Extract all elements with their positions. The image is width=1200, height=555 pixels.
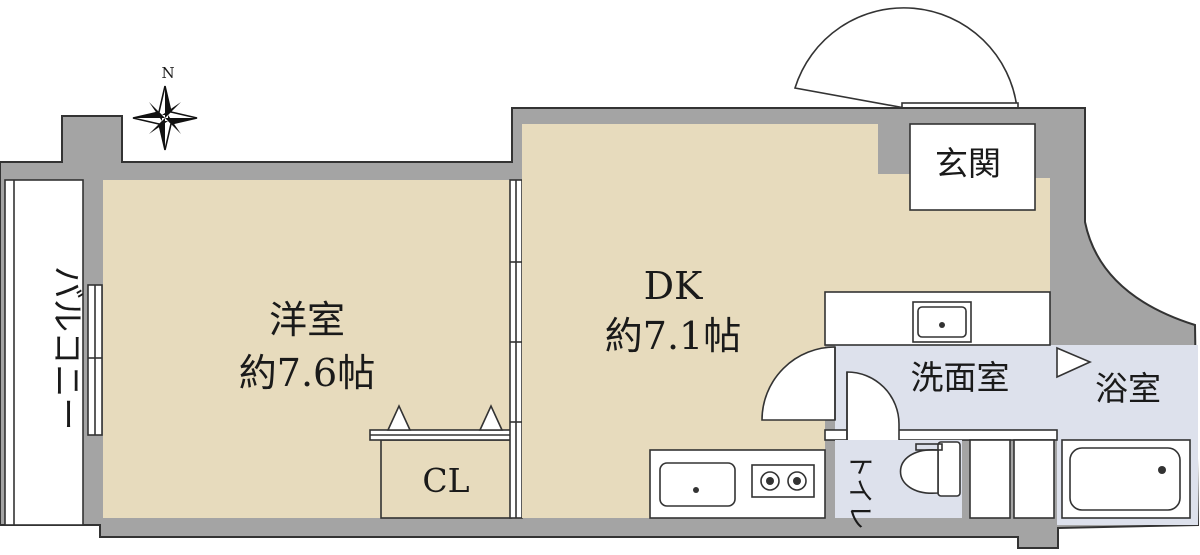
balcony-label: バルコニー — [48, 266, 87, 430]
bath-label: 浴室 — [1095, 369, 1161, 408]
dk-room-name: DK — [644, 264, 703, 308]
western-room-name: 洋室 — [269, 298, 345, 342]
entrance-door — [793, 7, 1019, 112]
toilet-label: トイレ — [844, 452, 874, 530]
washroom-label: 洗面室 — [911, 358, 1010, 397]
entrance-floor — [909, 123, 1036, 211]
closet-floor — [380, 439, 512, 519]
dk-room-floor — [522, 124, 1050, 518]
entrance-label: 玄関 — [935, 144, 1001, 183]
compass-icon — [132, 85, 198, 151]
balcony-window — [87, 284, 103, 436]
washroom-door — [761, 346, 836, 421]
balcony — [4, 179, 84, 526]
closet-label: CL — [422, 461, 469, 500]
compass-north-label: N — [161, 64, 174, 82]
toilet-bowl — [899, 441, 961, 497]
washbasin — [912, 301, 972, 343]
dk-room-size: 約7.1帖 — [605, 314, 741, 358]
bathtub — [1061, 439, 1191, 519]
kitchen-counter — [649, 449, 826, 519]
sliding-partition — [509, 179, 523, 519]
western-room-size: 約7.6帖 — [239, 351, 375, 395]
